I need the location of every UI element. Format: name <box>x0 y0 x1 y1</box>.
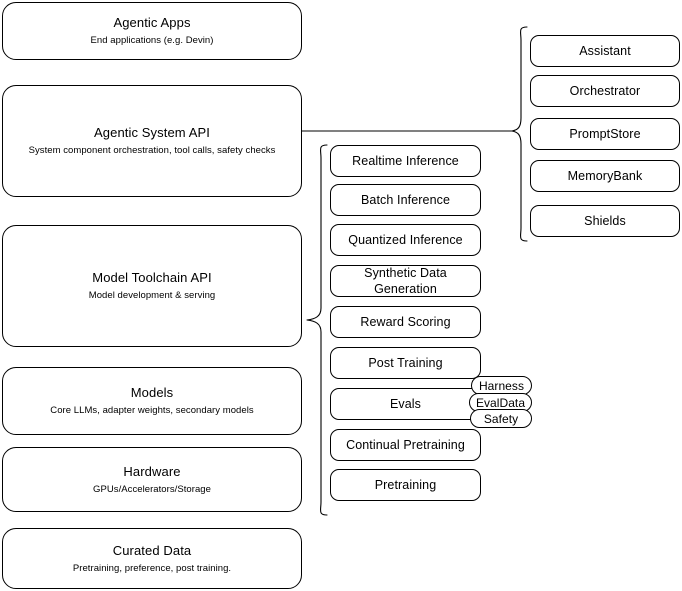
layer-subtitle: Core LLMs, adapter weights, secondary mo… <box>50 405 254 416</box>
layer-card-curated-data[interactable]: Curated Data Pretraining, preference, po… <box>2 528 302 589</box>
capability-label: Realtime Inference <box>352 154 459 168</box>
capability-label: Evals <box>389 397 422 411</box>
capability-label: Synthetic Data Generation <box>364 266 447 296</box>
system-component-shields[interactable]: Shields <box>530 205 680 237</box>
capability-quantized-inference[interactable]: Quantized Inference <box>330 224 481 256</box>
system-component-label: MemoryBank <box>567 169 643 183</box>
system-component-label: Assistant <box>579 44 631 58</box>
capability-label: Pretraining <box>374 478 437 492</box>
layer-card-agentic-system-api[interactable]: Agentic System API System component orch… <box>2 85 302 197</box>
layer-title: Hardware <box>123 463 181 479</box>
layer-card-agentic-apps[interactable]: Agentic Apps End applications (e.g. Devi… <box>2 2 302 60</box>
capability-label: Continual Pretraining <box>346 438 465 452</box>
system-component-label: Shields <box>584 214 626 228</box>
system-component-assistant[interactable]: Assistant <box>530 35 680 67</box>
system-component-promptstore[interactable]: PromptStore <box>530 118 680 150</box>
layer-subtitle: End applications (e.g. Devin) <box>90 35 214 46</box>
capability-label: Quantized Inference <box>348 233 463 247</box>
capability-label: Batch Inference <box>360 193 451 207</box>
layer-card-models[interactable]: Models Core LLMs, adapter weights, secon… <box>2 367 302 435</box>
capability-label: Post Training <box>368 356 443 370</box>
layer-title: Curated Data <box>112 542 192 558</box>
capability-reward-scoring[interactable]: Reward Scoring <box>330 306 481 338</box>
capability-evals[interactable]: Evals <box>330 388 481 420</box>
evals-subcomponent-label: Safety <box>483 411 519 426</box>
layer-title: Model Toolchain API <box>92 270 212 285</box>
layer-card-model-toolchain-api[interactable]: Model Toolchain API Model development & … <box>2 225 302 347</box>
layer-title: Models <box>130 385 174 400</box>
evals-subcomponent-label: EvalData <box>475 395 526 410</box>
capability-realtime-inference[interactable]: Realtime Inference <box>330 145 481 177</box>
capability-pretraining[interactable]: Pretraining <box>330 469 481 501</box>
capability-post-training[interactable]: Post Training <box>330 347 481 379</box>
capability-label: Reward Scoring <box>360 315 451 329</box>
layer-card-hardware[interactable]: Hardware GPUs/Accelerators/Storage <box>2 447 302 512</box>
layer-subtitle: System component orchestration, tool cal… <box>28 145 276 156</box>
system-component-label: Orchestrator <box>569 84 641 98</box>
capability-synthetic-data-generation[interactable]: Synthetic Data Generation <box>330 265 481 297</box>
evals-subcomponent-label: Harness <box>478 378 525 393</box>
layer-subtitle: Model development & serving <box>88 290 216 301</box>
evals-subcomponent-safety[interactable]: Safety <box>470 409 532 428</box>
layer-subtitle: Pretraining, preference, post training. <box>72 562 232 574</box>
system-component-label: PromptStore <box>569 127 641 141</box>
system-component-memorybank[interactable]: MemoryBank <box>530 160 680 192</box>
layer-title: Agentic Apps <box>113 15 191 30</box>
layer-subtitle: GPUs/Accelerators/Storage <box>93 483 211 495</box>
capability-batch-inference[interactable]: Batch Inference <box>330 184 481 216</box>
system-component-orchestrator[interactable]: Orchestrator <box>530 75 680 107</box>
layer-title: Agentic System API <box>94 125 210 140</box>
capability-continual-pretraining[interactable]: Continual Pretraining <box>330 429 481 461</box>
